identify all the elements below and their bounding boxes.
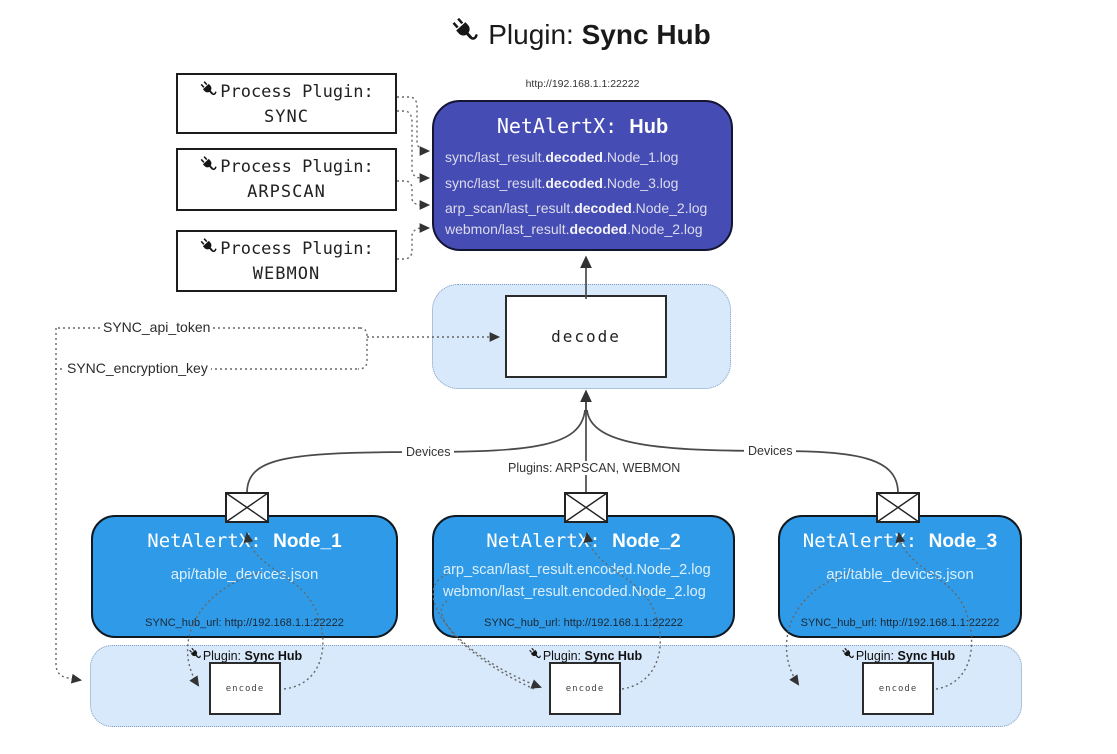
page-title: Plugin: Sync Hub (0, 16, 1117, 53)
encode-plugin-label: Plugin: Sync Hub (165, 647, 325, 664)
process-plugin-label: Process Plugin: (220, 157, 374, 177)
encode-box: encode (549, 662, 621, 715)
node-hub-url: SYNC_hub_url: http://192.168.1.1:22222 (145, 617, 344, 629)
hub-log-line: arp_scan/last_result.decoded.Node_2.log (445, 200, 708, 216)
plug-icon (199, 155, 218, 179)
node-file: api/table_devices.json (826, 566, 974, 583)
hub-url-label: http://192.168.1.1:22222 (525, 78, 640, 90)
process-plugin-box-sync: Process Plugin: SYNC (176, 73, 397, 134)
encode-plugin-label: Plugin: Sync Hub (818, 647, 978, 664)
hub-log-line: webmon/last_result.decoded.Node_2.log (445, 221, 703, 237)
node-file: webmon/last_result.encoded.Node_2.log (443, 584, 706, 600)
sync-encryption-key-label: SYNC_encryption_key (64, 360, 211, 376)
process-plugin-box-arpscan: Process Plugin: ARPSCAN (176, 148, 397, 211)
process-plugin-name: SYNC (264, 107, 309, 127)
plug-icon (450, 16, 480, 53)
plug-icon (841, 647, 855, 664)
hub-log-line: sync/last_result.decoded.Node_1.log (445, 149, 679, 165)
plug-icon (199, 237, 218, 261)
node-title: NetAlertX: Node_2 (486, 530, 681, 552)
plug-icon (199, 80, 218, 104)
encode-plugin-label: Plugin: Sync Hub (505, 647, 665, 664)
hub-log-line: sync/last_result.decoded.Node_3.log (445, 175, 679, 191)
node3-box: NetAlertX: Node_3 api/table_devices.json… (778, 515, 1022, 638)
process-plugin-box-webmon: Process Plugin: WEBMON (176, 230, 397, 292)
process-plugin-label: Process Plugin: (220, 239, 374, 259)
process-plugin-label: Process Plugin: (220, 82, 374, 102)
decode-box: decode (505, 295, 667, 378)
title-text: Plugin: Sync Hub (488, 18, 711, 50)
hub-box: NetAlertX: Hub sync/last_result.decoded.… (432, 100, 733, 251)
plugins-edge-label: Plugins: ARPSCAN, WEBMON (504, 461, 685, 475)
node-file: api/table_devices.json (170, 566, 319, 583)
node-title: NetAlertX: Node_1 (147, 530, 342, 552)
encode-box: encode (209, 662, 281, 715)
node1-box: NetAlertX: Node_1 api/table_devices.json… (91, 515, 398, 638)
plug-icon (528, 647, 542, 664)
node2-box: NetAlertX: Node_2 arp_scan/last_result.e… (432, 515, 735, 638)
plug-icon (188, 647, 202, 664)
devices-edge-label-right: Devices (744, 444, 797, 458)
node-file: arp_scan/last_result.encoded.Node_2.log (443, 562, 711, 578)
process-plugin-name: WEBMON (252, 264, 321, 284)
node-hub-url: SYNC_hub_url: http://192.168.1.1:22222 (800, 617, 1000, 629)
node-hub-url: SYNC_hub_url: http://192.168.1.1:22222 (484, 617, 683, 629)
sync-api-token-label: SYNC_api_token (100, 319, 214, 335)
hub-title: NetAlertX: Hub (496, 114, 669, 138)
devices-edge-label-left: Devices (402, 445, 455, 459)
node-title: NetAlertX: Node_3 (802, 530, 998, 552)
encode-box: encode (862, 662, 934, 715)
process-plugin-name: ARPSCAN (247, 182, 326, 202)
